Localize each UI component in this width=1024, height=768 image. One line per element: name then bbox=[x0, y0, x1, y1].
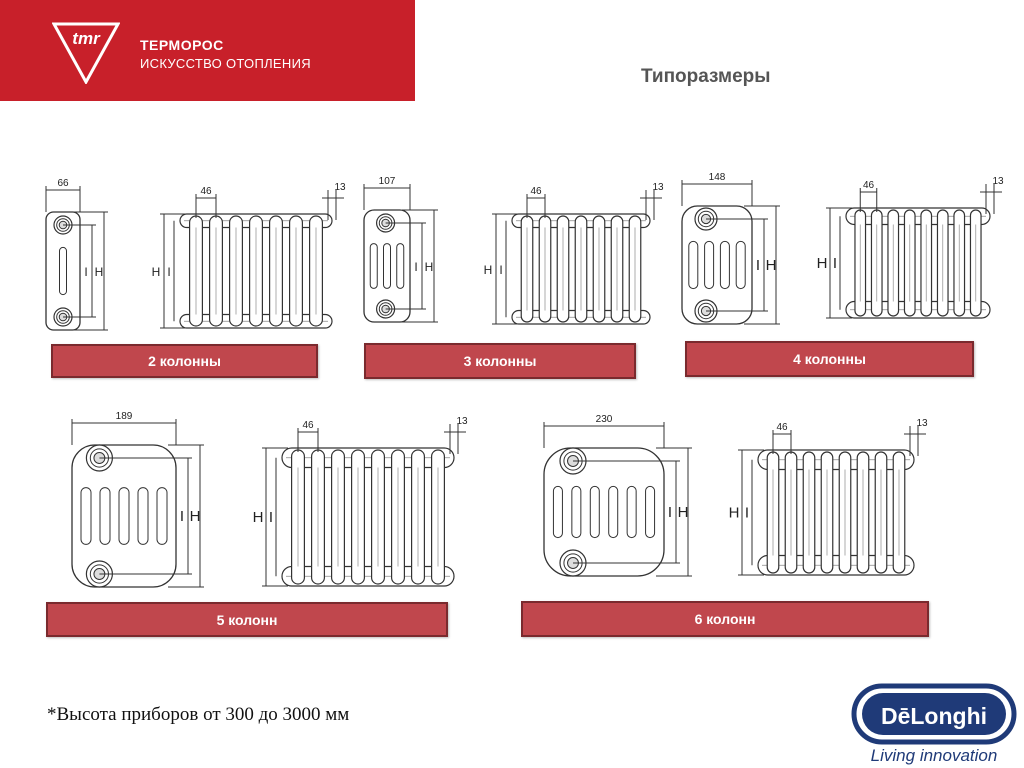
column-slot bbox=[626, 485, 637, 539]
column-slot bbox=[383, 243, 391, 289]
dim-H-label: H bbox=[190, 508, 201, 525]
partner-name: DēLonghi bbox=[881, 703, 987, 729]
column-slot bbox=[156, 487, 168, 545]
dim-H-label: H bbox=[766, 257, 777, 274]
dim-H-label: H bbox=[95, 265, 104, 279]
dim-depth-label: 148 bbox=[709, 172, 726, 183]
dim-depth-label: 107 bbox=[379, 176, 396, 187]
dim-H-label: H bbox=[253, 509, 264, 526]
column-slot bbox=[396, 243, 405, 289]
column-slot bbox=[589, 485, 600, 539]
dim-depth-label: 230 bbox=[596, 414, 613, 425]
dim-gap-label: 13 bbox=[456, 416, 468, 427]
section-body bbox=[363, 209, 411, 323]
dim-gap-label: 13 bbox=[916, 418, 928, 429]
column-slot bbox=[704, 240, 715, 290]
column-slot bbox=[552, 485, 563, 539]
header-band: tmr ТЕРМОРОС ИСКУССТВО ОТОПЛЕНИЯ bbox=[0, 0, 415, 101]
section-body bbox=[71, 444, 177, 588]
column-slot bbox=[571, 485, 582, 539]
dim-H-label: H bbox=[729, 505, 740, 522]
column-slot bbox=[137, 487, 149, 545]
dim-H-label: H bbox=[817, 255, 828, 272]
dim-I-label: I bbox=[167, 265, 170, 279]
column-slot bbox=[719, 240, 730, 290]
dim-gap-label: 13 bbox=[334, 182, 346, 193]
dim-I-label: I bbox=[745, 505, 749, 522]
dim-I-label: I bbox=[668, 504, 672, 521]
dim-I-label: I bbox=[833, 255, 837, 272]
partner-slogan: Living innovation bbox=[871, 746, 998, 765]
dim-I-label: I bbox=[84, 265, 87, 279]
logo-letters: tmr bbox=[72, 29, 101, 48]
dim-pitch-label: 46 bbox=[200, 186, 212, 197]
dim-H-label: H bbox=[425, 260, 434, 274]
dim-gap-label: 13 bbox=[652, 182, 664, 193]
column-slot bbox=[688, 240, 699, 290]
dim-gap-label: 13 bbox=[992, 176, 1004, 187]
column-slot bbox=[99, 487, 111, 545]
column-slot bbox=[608, 485, 619, 539]
brand-name: ТЕРМОРОС bbox=[140, 37, 224, 53]
dim-I-label: I bbox=[414, 260, 417, 274]
column-slot bbox=[369, 243, 378, 289]
column-slot bbox=[118, 487, 130, 545]
page-title: Типоразмеры bbox=[641, 66, 771, 87]
brand-tagline: ИСКУССТВО ОТОПЛЕНИЯ bbox=[140, 56, 311, 71]
dim-pitch-label: 46 bbox=[776, 422, 788, 433]
column-slot bbox=[59, 246, 67, 296]
dim-I-label: I bbox=[269, 509, 273, 526]
section-body bbox=[45, 211, 81, 331]
label-3-columns: 3 колонны bbox=[364, 343, 636, 379]
column-slot bbox=[735, 240, 746, 290]
label-6-columns: 6 колонн bbox=[521, 601, 929, 637]
dim-pitch-label: 46 bbox=[863, 180, 875, 191]
dim-I-label: I bbox=[180, 508, 184, 525]
dim-depth-label: 189 bbox=[116, 411, 133, 422]
dim-pitch-label: 46 bbox=[302, 420, 314, 431]
column-slot bbox=[80, 487, 92, 545]
section-body bbox=[543, 447, 665, 577]
label-4-columns: 4 колонны bbox=[685, 341, 974, 377]
dim-H-label: H bbox=[152, 265, 161, 279]
dim-I-label: I bbox=[499, 263, 502, 277]
footnote: *Высота приборов от 300 до 3000 мм bbox=[47, 704, 350, 725]
column-slot bbox=[645, 485, 656, 539]
delonghi-logo-icon: DēLonghi Living innovation bbox=[851, 683, 1017, 765]
section-body bbox=[681, 205, 753, 325]
dim-H-label: H bbox=[678, 504, 689, 521]
dim-pitch-label: 46 bbox=[530, 186, 542, 197]
dim-H-label: H bbox=[484, 263, 493, 277]
label-2-columns: 2 колонны bbox=[51, 344, 318, 378]
tmr-logo-icon: tmr bbox=[52, 22, 120, 84]
label-5-columns: 5 колонн bbox=[46, 602, 448, 637]
dim-depth-label: 66 bbox=[57, 178, 69, 189]
dim-I-label: I bbox=[756, 257, 760, 274]
